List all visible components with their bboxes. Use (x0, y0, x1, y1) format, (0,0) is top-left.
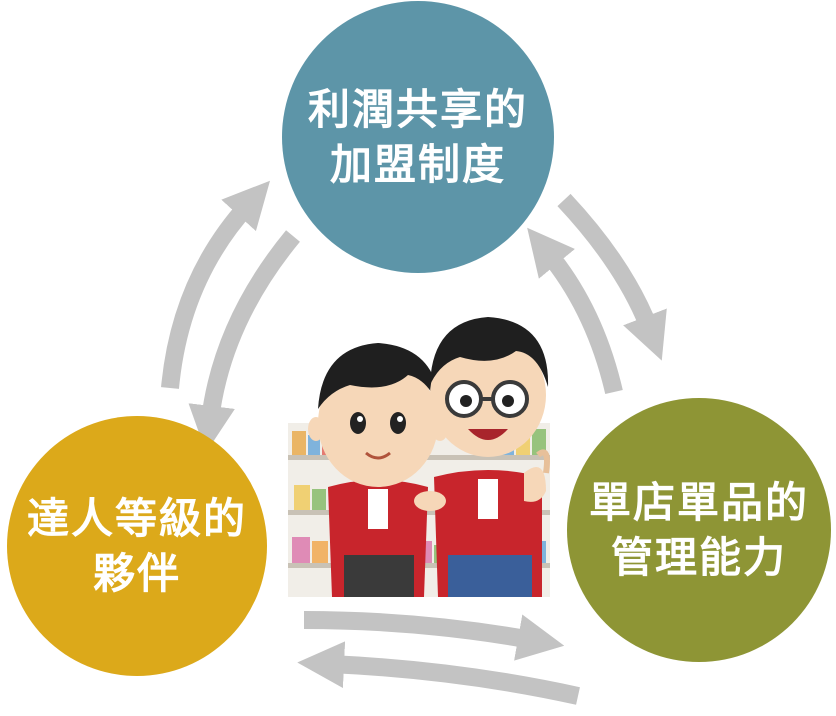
arrow-right-up (527, 227, 623, 395)
node-left-label: 達人等級的 夥伴 (26, 493, 247, 598)
handshake (414, 491, 446, 511)
arrow-bottom-left (297, 641, 580, 705)
node-store-management: 單店單品的 管理能力 (567, 398, 831, 662)
node-profit-sharing-franchise: 利潤共享的 加盟制度 (282, 1, 554, 273)
node-top-label: 利潤共享的 加盟制度 (307, 84, 528, 189)
staff-character-left (308, 343, 448, 597)
node-right-label: 單店單品的 管理能力 (588, 477, 809, 582)
node-expert-partners: 達人等級的 夥伴 (7, 416, 267, 676)
staff-character-right (430, 317, 550, 597)
staff-illustration (288, 317, 550, 597)
arrow-bottom-right (303, 611, 565, 661)
arrow-right-down (557, 193, 667, 361)
arrow-left-down (188, 230, 300, 453)
arrow-left-up (161, 180, 270, 389)
